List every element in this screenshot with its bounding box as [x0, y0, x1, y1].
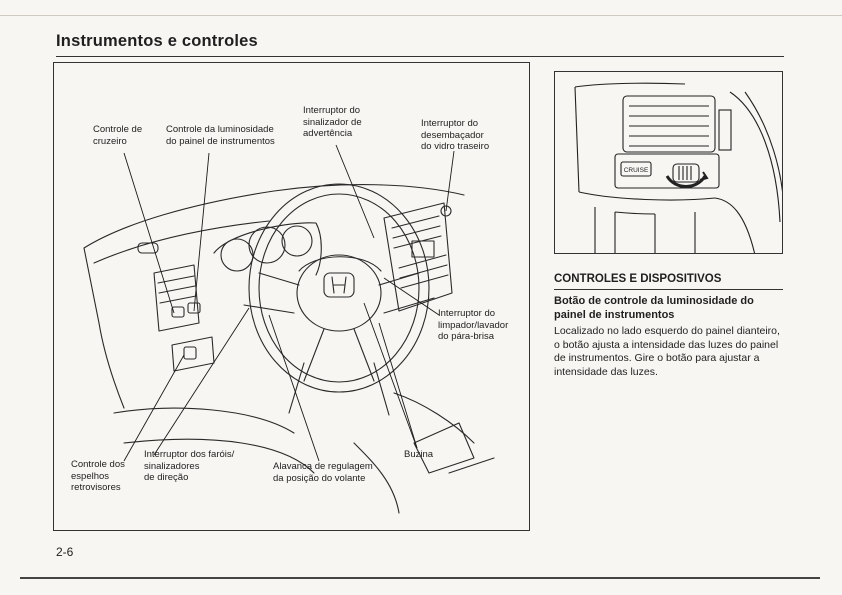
section-heading: CONTROLES E DISPOSITIVOS: [554, 273, 722, 285]
page-number: 2-6: [56, 545, 74, 559]
page-edge: [0, 15, 842, 16]
callout-dimmer-control: Controle da luminosidade do painel de in…: [166, 124, 275, 147]
callout-cruise-control: Controle de cruzeiro: [93, 124, 143, 147]
callout-headlight-switch: Interruptor dos faróis/ sinalizadores de…: [144, 449, 235, 483]
body-text: Localizado no lado esquerdo do painel di…: [554, 325, 780, 378]
sub-heading: Botão de controle da luminosidade do pai…: [554, 295, 754, 321]
section-rule: [554, 289, 783, 290]
page-title: Instrumentos e controles: [56, 32, 258, 50]
callout-horn: Buzina: [404, 449, 434, 460]
callout-tilt-lever: Alavanca de regulagem da posição do vola…: [273, 461, 373, 484]
title-rule: [56, 56, 784, 57]
dashboard-illustration: [83, 144, 495, 514]
callout-hazard-switch: Interruptor do sinalizador de advertênci…: [303, 105, 362, 139]
callout-rear-defroster: Interruptor do desembaçador do vidro tra…: [421, 118, 490, 152]
callout-wiper-switch: Interruptor do limpador/lavador do pára-…: [438, 308, 509, 342]
dimmer-illustration: CRUISE: [574, 82, 782, 253]
dimmer-photo: CRUISE: [554, 71, 783, 254]
bottom-rule: [20, 577, 820, 579]
callout-mirror-control: Controle dos espelhos retrovisores: [71, 459, 125, 493]
cruise-button-label: CRUISE: [624, 167, 649, 174]
dashboard-figure: [53, 62, 530, 531]
